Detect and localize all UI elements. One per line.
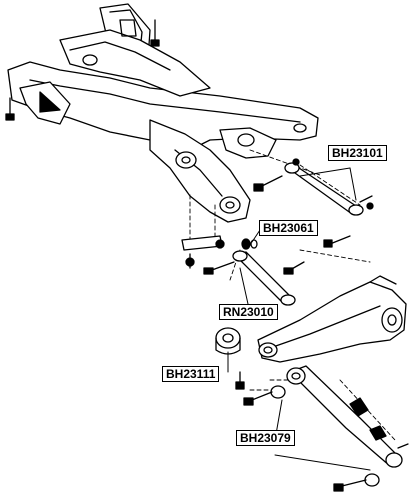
part-label-bh23079: BH23079 xyxy=(236,430,295,446)
lateral-link-arm xyxy=(203,250,305,306)
lower-trailing-arm xyxy=(243,365,409,492)
bracket-hardware xyxy=(181,235,225,269)
bushing-bolt-set xyxy=(241,235,351,250)
bolt-left xyxy=(5,97,15,121)
upper-control-arm xyxy=(253,158,374,216)
part-label-bh23111: BH23111 xyxy=(162,366,220,382)
bolt-top xyxy=(150,19,160,47)
part-label-bh23101: BH23101 xyxy=(328,145,387,161)
rear-subframe xyxy=(7,3,319,223)
part-label-rn23010: RN23010 xyxy=(219,304,278,320)
rear-knuckle xyxy=(257,275,407,363)
part-label-bh23061: BH23061 xyxy=(259,220,318,236)
trailing-bushing xyxy=(215,327,245,390)
